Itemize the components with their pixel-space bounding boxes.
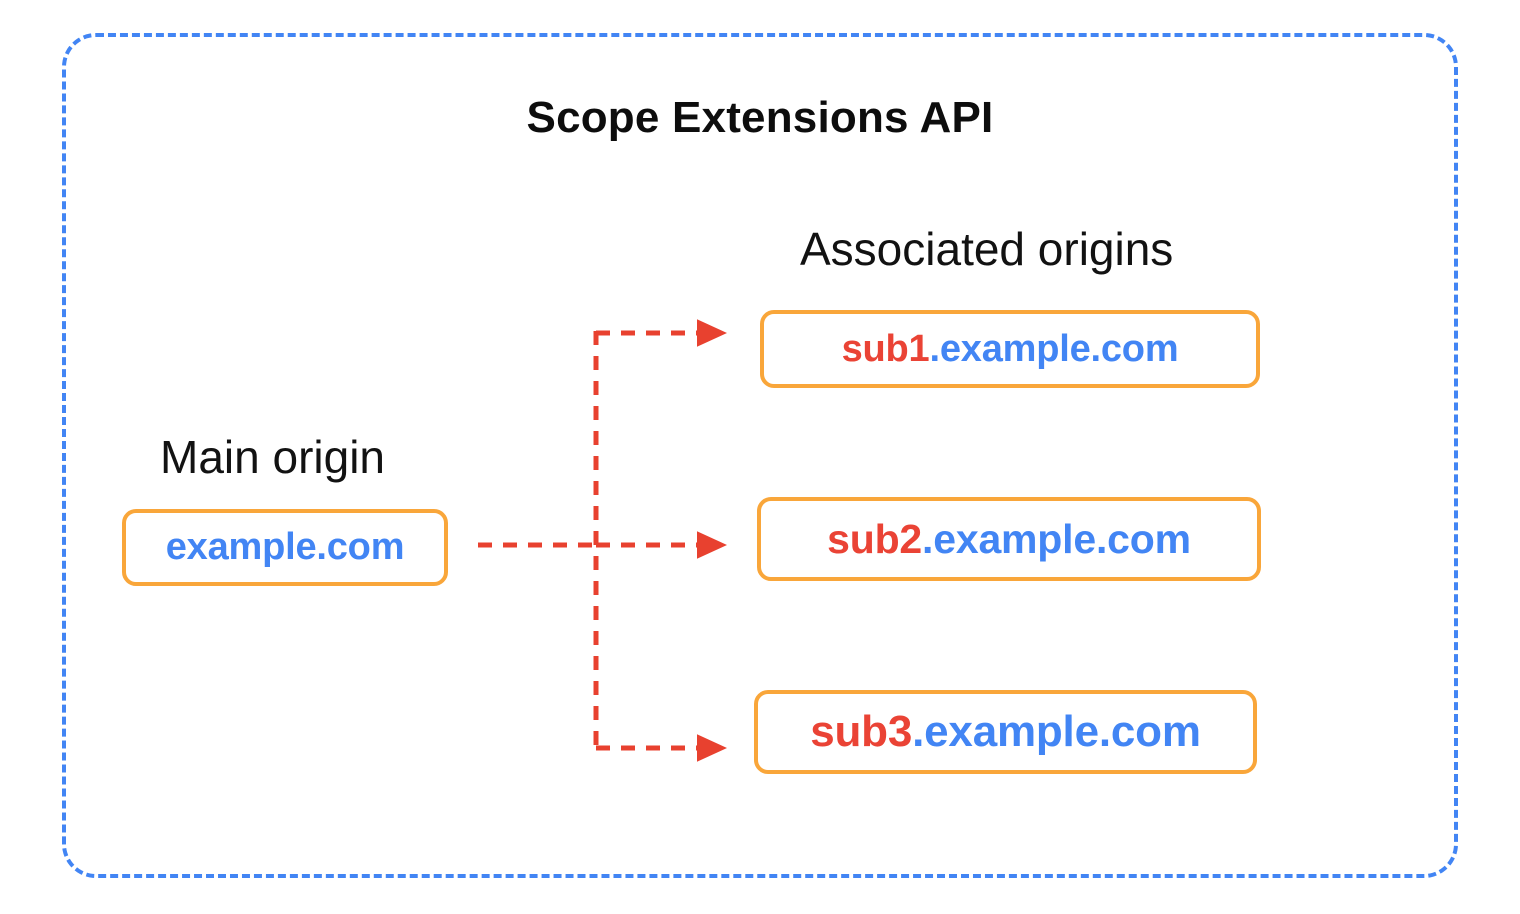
- origin-subdomain-sub2: sub2: [827, 515, 923, 562]
- origin-box-sub1[interactable]: sub1.example.com: [760, 310, 1260, 388]
- origin-text-main: example.com: [166, 526, 405, 569]
- origin-domain-main: example.com: [165, 526, 405, 568]
- origin-box-sub2[interactable]: sub2.example.com: [757, 497, 1261, 581]
- origin-domain-sub1: .example.com: [929, 327, 1179, 370]
- origin-subdomain-sub3: sub3: [810, 707, 913, 756]
- origin-domain-sub2: .example.com: [922, 515, 1191, 562]
- scope-extensions-frame: [62, 33, 1458, 878]
- origin-domain-sub3: .example.com: [912, 707, 1201, 756]
- diagram-title: Scope Extensions API: [526, 93, 994, 142]
- origin-text-sub2: sub2.example.com: [827, 516, 1191, 563]
- origin-text-sub1: sub1.example.com: [842, 328, 1179, 371]
- origin-box-main[interactable]: example.com: [122, 509, 448, 586]
- origin-text-sub3: sub3.example.com: [810, 707, 1201, 757]
- origin-box-sub3[interactable]: sub3.example.com: [754, 690, 1257, 774]
- origin-subdomain-sub1: sub1: [841, 327, 930, 370]
- main-origin-label: Main origin: [160, 431, 385, 483]
- associated-origins-label: Associated origins: [800, 223, 1174, 275]
